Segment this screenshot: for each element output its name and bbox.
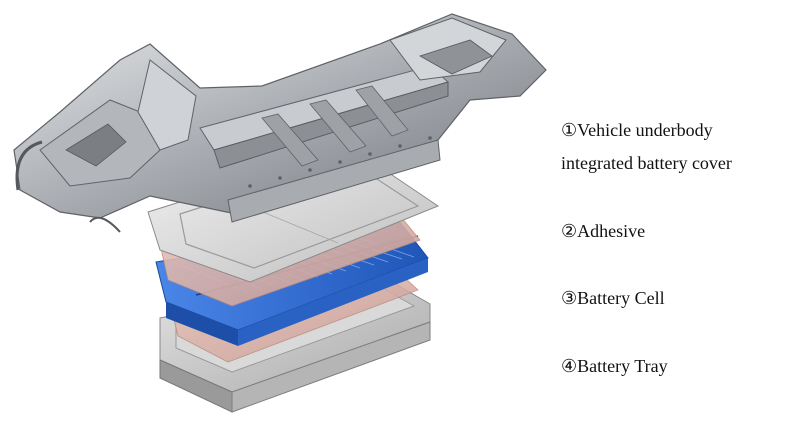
exploded-battery-illustration: [13, 13, 547, 413]
legend-item-adhesive: ②Adhesive: [561, 221, 646, 241]
legend: ①Vehicle underbody integrated battery co…: [561, 0, 791, 437]
vehicle-underbody-frame: [13, 13, 547, 233]
legend-item-battery-cell: ③Battery Cell: [561, 288, 665, 308]
legend-item-underbody-cover-line1: ①Vehicle underbody: [561, 120, 713, 140]
legend-item-battery-tray: ④Battery Tray: [561, 356, 668, 376]
legend-item-underbody-cover-line2: integrated battery cover: [561, 153, 732, 173]
